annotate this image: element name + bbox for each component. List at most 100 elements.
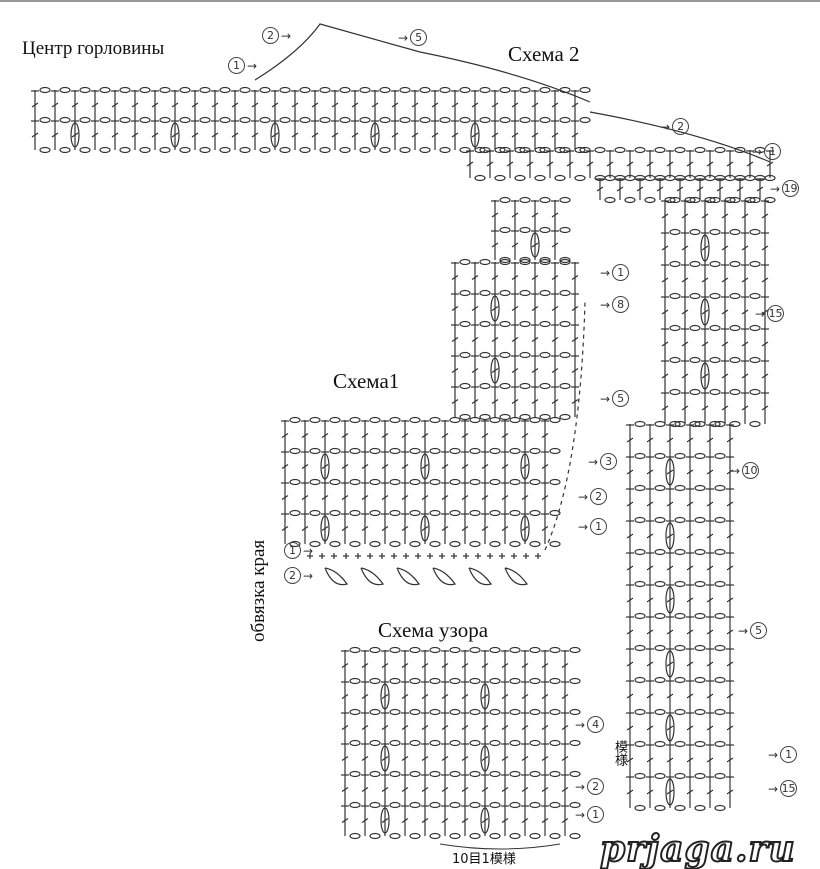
cluster-stitch bbox=[480, 745, 490, 772]
chain-stitch bbox=[459, 116, 471, 124]
chain-stitch bbox=[694, 612, 706, 620]
chain-stitch bbox=[709, 196, 721, 204]
chain-stitch bbox=[674, 740, 686, 748]
scheme1-bottom bbox=[281, 416, 561, 548]
chain-stitch bbox=[449, 770, 461, 778]
chain-stitch bbox=[694, 676, 706, 684]
chain-stitch bbox=[539, 320, 551, 328]
chain-stitch bbox=[489, 739, 501, 747]
cluster-stitch bbox=[665, 650, 675, 678]
row-number-s1: →1 bbox=[600, 264, 630, 281]
chain-stitch bbox=[429, 801, 441, 809]
chain-stitch bbox=[239, 116, 251, 124]
chain-stitch bbox=[749, 420, 761, 428]
arrow-icon: → bbox=[752, 144, 763, 159]
chain-stitch bbox=[559, 351, 571, 359]
chain-stitch bbox=[369, 677, 381, 685]
chain-stitch bbox=[349, 801, 361, 809]
chain-stitch bbox=[369, 646, 381, 654]
scheme2-side-lower bbox=[626, 420, 734, 812]
row-number-edge: 1→ bbox=[284, 542, 313, 559]
chain-stitch bbox=[674, 772, 686, 780]
chain-stitch bbox=[494, 174, 506, 182]
chain-stitch bbox=[689, 356, 701, 364]
chain-stitch bbox=[624, 196, 636, 204]
chain-stitch bbox=[369, 739, 381, 747]
row-number-s1: →3 bbox=[588, 453, 618, 470]
cluster-stitch bbox=[700, 362, 710, 390]
chain-stitch bbox=[749, 388, 761, 396]
chain-stitch bbox=[654, 676, 666, 684]
chain-stitch bbox=[459, 146, 471, 154]
arrow-icon: → bbox=[600, 297, 611, 312]
chain-stitch bbox=[674, 644, 686, 652]
chain-stitch bbox=[479, 289, 491, 297]
chain-stitch bbox=[509, 478, 521, 486]
chain-stitch bbox=[729, 420, 741, 428]
chain-stitch bbox=[449, 801, 461, 809]
chain-stitch bbox=[299, 146, 311, 154]
chain-stitch bbox=[749, 260, 761, 268]
chain-stitch bbox=[714, 740, 726, 748]
chain-stitch bbox=[439, 86, 451, 94]
arrow-icon: → bbox=[660, 119, 671, 134]
chain-stitch bbox=[319, 86, 331, 94]
chain-stitch bbox=[519, 289, 531, 297]
chain-stitch bbox=[429, 708, 441, 716]
chain-stitch bbox=[549, 770, 561, 778]
chain-stitch bbox=[554, 146, 566, 154]
chain-stitch bbox=[429, 646, 441, 654]
cluster-stitch bbox=[480, 683, 490, 710]
chain-stitch bbox=[259, 86, 271, 94]
chain-stitch bbox=[469, 801, 481, 809]
chain-stitch bbox=[694, 146, 706, 154]
chain-stitch bbox=[519, 256, 531, 264]
chain-stitch bbox=[429, 509, 441, 517]
chain-stitch bbox=[514, 146, 526, 154]
row-number-edge: 2→ bbox=[284, 567, 313, 584]
chain-stitch bbox=[499, 196, 511, 204]
chain-stitch bbox=[694, 548, 706, 556]
chain-stitch bbox=[409, 509, 421, 517]
chain-stitch bbox=[449, 447, 461, 455]
arrow-icon: → bbox=[768, 747, 779, 762]
chain-stitch bbox=[574, 174, 586, 182]
chain-stitch bbox=[39, 146, 51, 154]
chain-stitch bbox=[529, 540, 541, 548]
row-number-label: 4 bbox=[587, 716, 605, 733]
cluster-stitch bbox=[380, 807, 390, 834]
chain-stitch bbox=[409, 447, 421, 455]
chain-stitch bbox=[654, 804, 666, 812]
cluster-stitch bbox=[320, 453, 330, 480]
chain-stitch bbox=[449, 540, 461, 548]
chain-stitch bbox=[529, 801, 541, 809]
chain-stitch bbox=[539, 351, 551, 359]
chain-stitch bbox=[634, 644, 646, 652]
chain-stitch bbox=[499, 258, 511, 266]
chain-stitch bbox=[709, 228, 721, 236]
chain-stitch bbox=[559, 116, 571, 124]
chain-stitch bbox=[159, 146, 171, 154]
chain-stitch bbox=[549, 447, 561, 455]
chain-stitch bbox=[644, 196, 656, 204]
chain-stitch bbox=[419, 146, 431, 154]
row-number-s2-top: →19 bbox=[770, 180, 800, 197]
chain-stitch bbox=[634, 772, 646, 780]
chain-stitch bbox=[714, 580, 726, 588]
chain-stitch bbox=[429, 540, 441, 548]
chain-stitch bbox=[389, 832, 401, 840]
chain-stitch bbox=[549, 801, 561, 809]
chain-stitch bbox=[489, 478, 501, 486]
chain-stitch bbox=[529, 416, 541, 424]
chain-stitch bbox=[179, 146, 191, 154]
row-number-s2-side: →5 bbox=[738, 622, 768, 639]
chain-stitch bbox=[469, 832, 481, 840]
chain-stitch bbox=[99, 116, 111, 124]
row-number-s2-top: 1→ bbox=[228, 57, 257, 74]
chain-stitch bbox=[604, 196, 616, 204]
chain-stitch bbox=[474, 146, 486, 154]
chain-stitch bbox=[459, 351, 471, 359]
chain-stitch bbox=[634, 740, 646, 748]
chain-stitch bbox=[429, 447, 441, 455]
arrow-icon: → bbox=[770, 181, 781, 196]
